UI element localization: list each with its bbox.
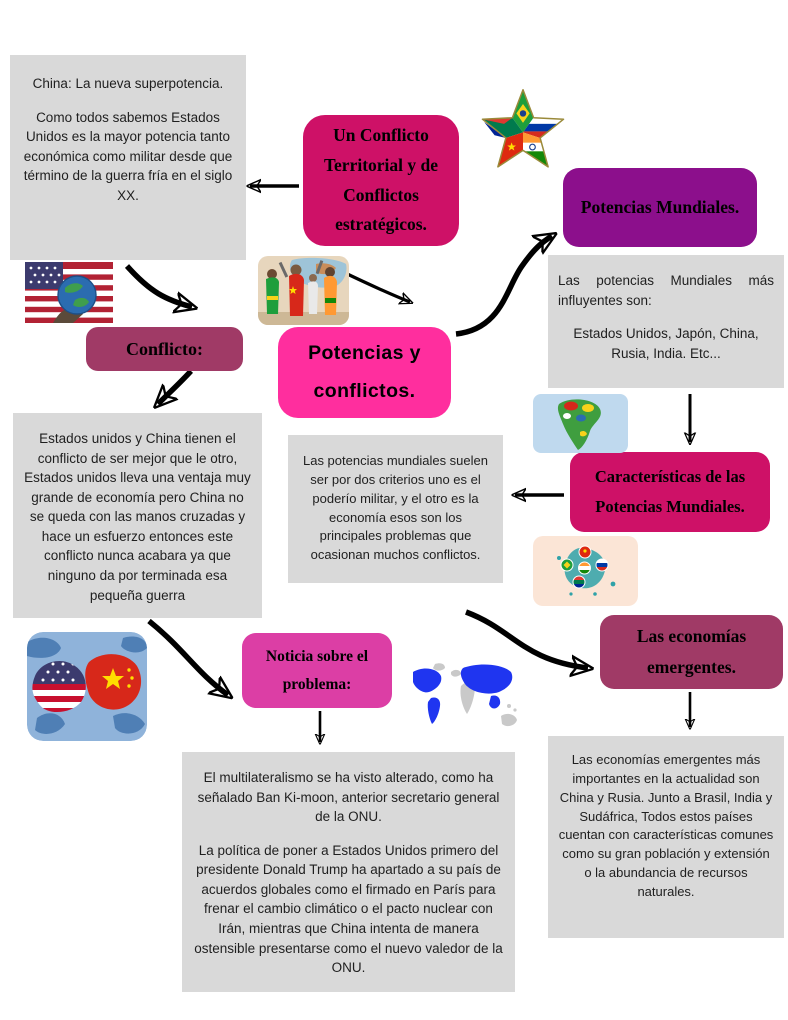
node-conflicto-label: Conflicto:: [126, 338, 203, 359]
south-america-flags-image: [533, 394, 628, 453]
us-china-fists-graphic: [27, 632, 147, 741]
note-economias-detalle: Las economías emergentes más importantes…: [548, 736, 784, 938]
conflicto-detalle-body: Estados unidos y China tienen el conflic…: [24, 431, 251, 603]
brics-round-flags-graphic: [533, 536, 638, 606]
noticia-p2: La política de poner a Estados Unidos pr…: [194, 842, 503, 976]
arrow-detail-to-noticia: [147, 618, 228, 695]
node-potencias-mundiales-label: Potencias Mundiales.: [580, 196, 740, 217]
world-map-image: [405, 658, 523, 737]
world-map-graphic: [405, 658, 523, 737]
note-china-body: Como todos sabemos Estados Unidos es la …: [23, 109, 233, 203]
arrow-painting-to-pyc: [340, 269, 410, 302]
node-potencias-y-conflictos: Potencias y conflictos.: [278, 327, 451, 418]
people-painting-map-graphic: [258, 256, 349, 325]
note-noticia-detalle: El multilateralismo se ha visto alterado…: [182, 752, 515, 992]
node-noticia-label: Noticia sobre el problema:: [265, 647, 369, 693]
node-noticia: Noticia sobre el problema:: [242, 633, 392, 708]
note-potencias-influyentes: Las potencias Mundiales más influyentes …: [548, 255, 784, 388]
brics-star-graphic: [481, 88, 565, 168]
note-criterios: Las potencias mundiales suelen ser por d…: [288, 435, 503, 583]
node-economias-emergentes: Las economías emergentes.: [600, 615, 783, 689]
south-america-flags-graphic: [533, 394, 628, 453]
noticia-p1: El multilateralismo se ha visto alterado…: [197, 770, 500, 825]
us-flag-globe-image: [25, 262, 113, 323]
arrow-pyc-to-potencias-mundiales: [455, 236, 552, 337]
criterios-body: Las potencias mundiales suelen ser por d…: [302, 453, 488, 563]
people-painting-map-image: [258, 256, 349, 325]
node-potencias-mundiales: Potencias Mundiales.: [563, 168, 757, 247]
node-conflicto: Conflicto:: [86, 327, 243, 371]
us-china-fists-image: [27, 632, 147, 741]
node-caracteristicas-label: Características de las Potencias Mundial…: [594, 467, 746, 516]
note-conflicto-detalle: Estados unidos y China tienen el conflic…: [13, 413, 262, 618]
node-un-conflicto: Un Conflicto Territorial y de Conflictos…: [303, 115, 459, 246]
brics-star-image: [470, 85, 576, 175]
us-flag-globe-graphic: [25, 262, 113, 323]
arrow-china-note-to-conflicto: [124, 264, 192, 307]
node-un-conflicto-label: Un Conflicto Territorial y de Conflictos…: [323, 125, 439, 235]
influyentes-intro: Las potencias Mundiales más influyentes …: [558, 273, 774, 308]
note-china-superpotencia: China: La nueva superpotencia. Como todo…: [10, 55, 246, 260]
node-caracteristicas: Características de las Potencias Mundial…: [570, 452, 770, 532]
note-china-title: China: La nueva superpotencia.: [32, 76, 224, 91]
arrow-conflicto-to-detail: [158, 369, 194, 404]
node-pyc-label: Potencias y conflictos.: [308, 342, 421, 402]
node-economias-label: Las economías emergentes.: [636, 626, 747, 677]
economias-detalle-body: Las economías emergentes más importantes…: [558, 752, 774, 899]
brics-round-flags-image: [533, 536, 638, 606]
influyentes-list: Estados Unidos, Japón, China, Rusia, Ind…: [573, 326, 759, 361]
